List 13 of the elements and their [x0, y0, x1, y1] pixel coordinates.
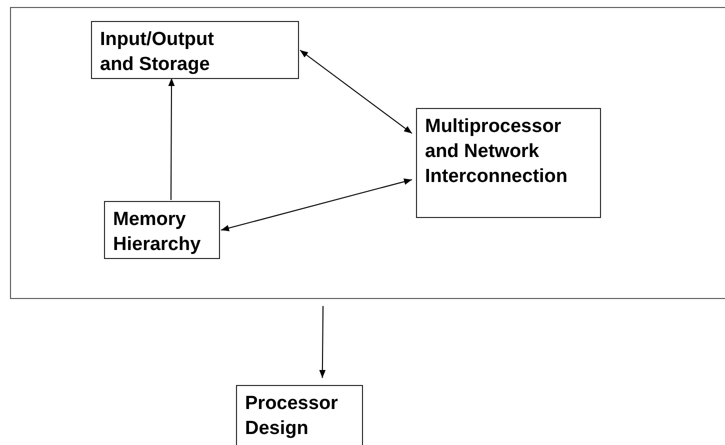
box-label: Memory Hierarchy: [113, 208, 202, 257]
double-arrow: [300, 50, 412, 134]
arrow: [319, 306, 326, 378]
process-box: [91, 21, 299, 79]
double-arrow: [220, 178, 412, 232]
box-label: Multiprocessor and Network Interconnection: [425, 115, 569, 189]
arrow: [168, 78, 175, 200]
process-box: [416, 108, 601, 218]
box-label: Processor Design: [245, 392, 339, 441]
process-box: [236, 385, 363, 445]
box-label: Input/Output and Storage: [100, 28, 215, 77]
process-box: [104, 201, 220, 259]
container-box: [10, 7, 725, 299]
